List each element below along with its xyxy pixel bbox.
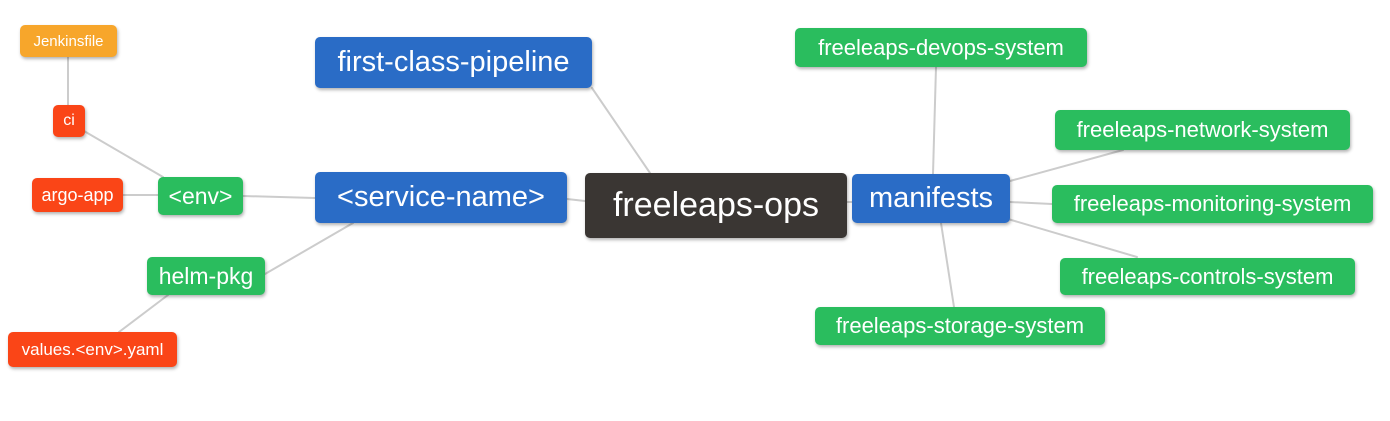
- node-freeleaps-controls-system[interactable]: freeleaps-controls-system: [1060, 258, 1355, 295]
- node-label: freeleaps-monitoring-system: [1073, 191, 1352, 216]
- edge-manifests-freeleaps-storage-system: [940, 222, 955, 308]
- node-service-name[interactable]: <service-name>: [315, 172, 567, 223]
- node-label: manifests: [868, 182, 994, 214]
- edge-values-env-yaml-helm-pkg: [118, 294, 169, 333]
- node-first-class-pipeline[interactable]: first-class-pipeline: [315, 37, 592, 88]
- node-values-env-yaml[interactable]: values.<env>.yaml: [8, 332, 177, 367]
- node-label: freeleaps-network-system: [1076, 117, 1329, 142]
- edge-first-class-pipeline-freeleaps-ops: [591, 87, 651, 174]
- node-label: values.<env>.yaml: [21, 339, 164, 359]
- node-jenkinsfile[interactable]: Jenkinsfile: [20, 25, 117, 57]
- node-label: freeleaps-controls-system: [1081, 263, 1334, 289]
- edge-manifests-freeleaps-network-system: [1009, 149, 1124, 182]
- node-env[interactable]: <env>: [158, 177, 243, 215]
- edge-service-name-freeleaps-ops: [566, 198, 586, 202]
- edge-ci-env: [83, 130, 164, 178]
- node-label: freeleaps-devops-system: [818, 34, 1064, 60]
- edge-helm-pkg-service-name: [264, 222, 354, 275]
- node-ci[interactable]: ci: [53, 105, 85, 137]
- node-argo-app[interactable]: argo-app: [32, 178, 123, 212]
- edge-env-service-name: [242, 195, 316, 199]
- node-manifests[interactable]: manifests: [852, 174, 1010, 223]
- node-helm-pkg[interactable]: helm-pkg: [147, 257, 265, 295]
- node-label: <service-name>: [337, 181, 545, 213]
- node-freeleaps-monitoring-system[interactable]: freeleaps-monitoring-system: [1052, 185, 1373, 223]
- node-freeleaps-network-system[interactable]: freeleaps-network-system: [1055, 110, 1350, 150]
- node-label: first-class-pipeline: [337, 46, 570, 78]
- node-label: freeleaps-storage-system: [835, 313, 1085, 338]
- edge-manifests-freeleaps-devops-system: [932, 66, 937, 175]
- node-label: <env>: [168, 182, 233, 209]
- edge-manifests-freeleaps-monitoring-system: [1009, 201, 1053, 205]
- node-label: freeleaps-ops: [612, 186, 819, 224]
- node-freeleaps-devops-system[interactable]: freeleaps-devops-system: [795, 28, 1087, 67]
- node-label: ci: [63, 112, 75, 129]
- node-label: argo-app: [41, 184, 114, 205]
- node-freeleaps-ops[interactable]: freeleaps-ops: [585, 173, 847, 238]
- node-label: Jenkinsfile: [33, 32, 104, 50]
- node-freeleaps-storage-system[interactable]: freeleaps-storage-system: [815, 307, 1105, 345]
- node-label: helm-pkg: [158, 262, 254, 289]
- edge-manifests-freeleaps-controls-system: [1007, 218, 1138, 258]
